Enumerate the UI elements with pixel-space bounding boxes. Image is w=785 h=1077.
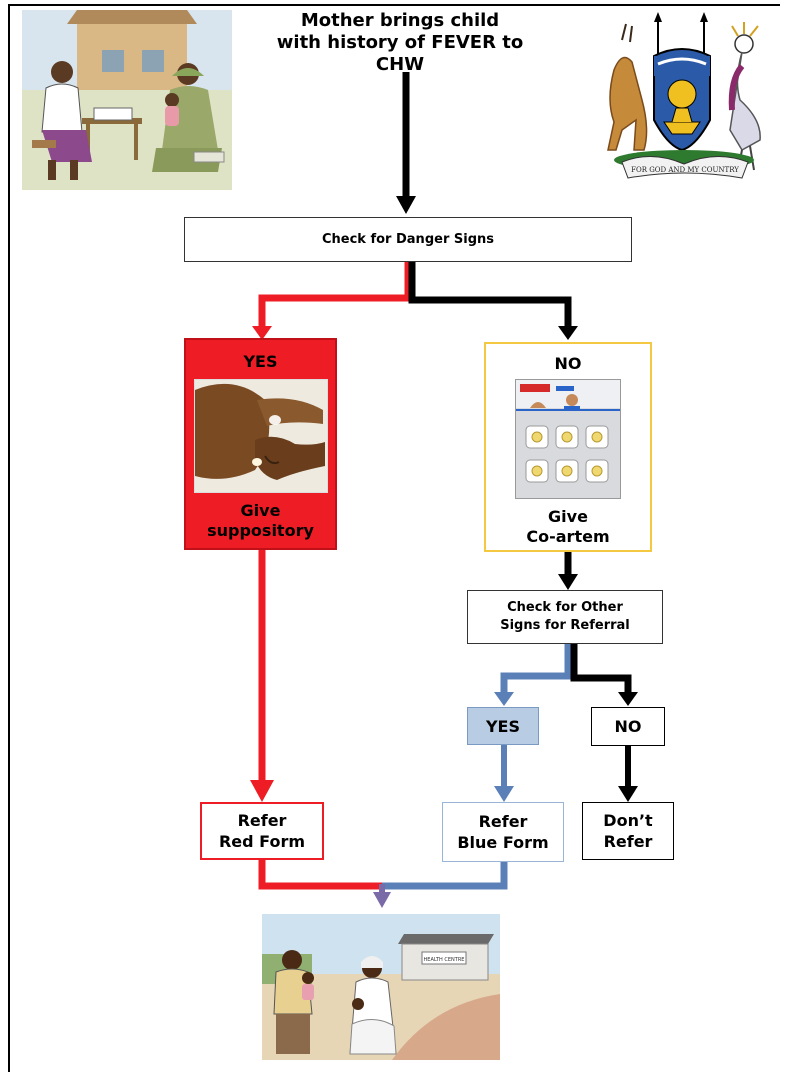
arrow-yes-to-refer-red	[250, 550, 274, 802]
coartem-blister-pack	[515, 379, 621, 499]
health-centre-sign: HEALTH CENTRE	[424, 957, 465, 963]
check-danger-signs-label: Check for Danger Signs	[321, 232, 494, 247]
motto-text: FOR GOD AND MY COUNTRY	[631, 166, 739, 174]
refer-red-line2: Red Form	[218, 832, 306, 851]
arrow-danger-to-no	[408, 262, 578, 340]
yes-red-line1: Give	[240, 501, 281, 520]
no-coartem-box: NO Give Co-artem	[484, 342, 652, 552]
refer-blue-line1: Refer	[478, 812, 528, 831]
refer-blue-form-box: Refer Blue Form	[442, 802, 564, 862]
dont-refer-line2: Refer	[603, 832, 653, 851]
yes-red-box: YES Give suppository	[184, 338, 337, 550]
dont-refer-box: Don’t Refer	[582, 802, 674, 860]
chw-consultation-illustration	[22, 10, 232, 190]
refer-blue-line2: Blue Form	[457, 833, 549, 852]
refer-red-line1: Refer	[237, 811, 287, 830]
no-line1: Give	[548, 507, 588, 526]
refer-red-form-box: Refer Red Form	[200, 802, 324, 860]
arrow-danger-to-yes	[252, 262, 412, 340]
flow-title: Mother brings child with history of FEVE…	[250, 10, 550, 76]
no-black-box: NO	[591, 707, 665, 746]
no-header: NO	[554, 354, 582, 373]
no-line2: Co-artem	[526, 527, 610, 546]
arrow-yes-blue-to-refer-blue	[494, 745, 514, 802]
title-line-2: with history of FEVER to CHW	[276, 32, 524, 75]
yes-red-line2: suppository	[207, 521, 314, 540]
title-line-1: Mother brings child	[300, 10, 500, 31]
no-black-label: NO	[614, 717, 642, 736]
check-other-signs-box: Check for Other Signs for Referral	[467, 590, 663, 644]
page-border	[8, 4, 780, 1072]
arrow-no-black-to-dont-refer	[618, 746, 638, 802]
yes-red-header: YES	[243, 352, 278, 371]
arrow-no-to-other-signs	[558, 552, 578, 590]
yes-blue-label: YES	[485, 716, 521, 736]
other-signs-line1: Check for Other	[507, 600, 623, 615]
check-danger-signs-box: Check for Danger Signs	[184, 217, 632, 262]
coat-of-arms-emblem: FOR GOD AND MY COUNTRY	[592, 10, 778, 184]
arrow-merge-to-health-centre	[258, 860, 508, 908]
arrow-title-to-danger-check	[396, 72, 416, 214]
arrow-other-to-yes-blue	[494, 644, 572, 706]
health-centre-illustration: HEALTH CENTRE	[262, 914, 500, 1060]
suppository-illustration	[193, 379, 328, 493]
dont-refer-line1: Don’t	[603, 811, 653, 830]
other-signs-line2: Signs for Referral	[500, 618, 630, 633]
yes-blue-box: YES	[467, 707, 539, 745]
arrow-other-to-no-black	[570, 644, 638, 706]
